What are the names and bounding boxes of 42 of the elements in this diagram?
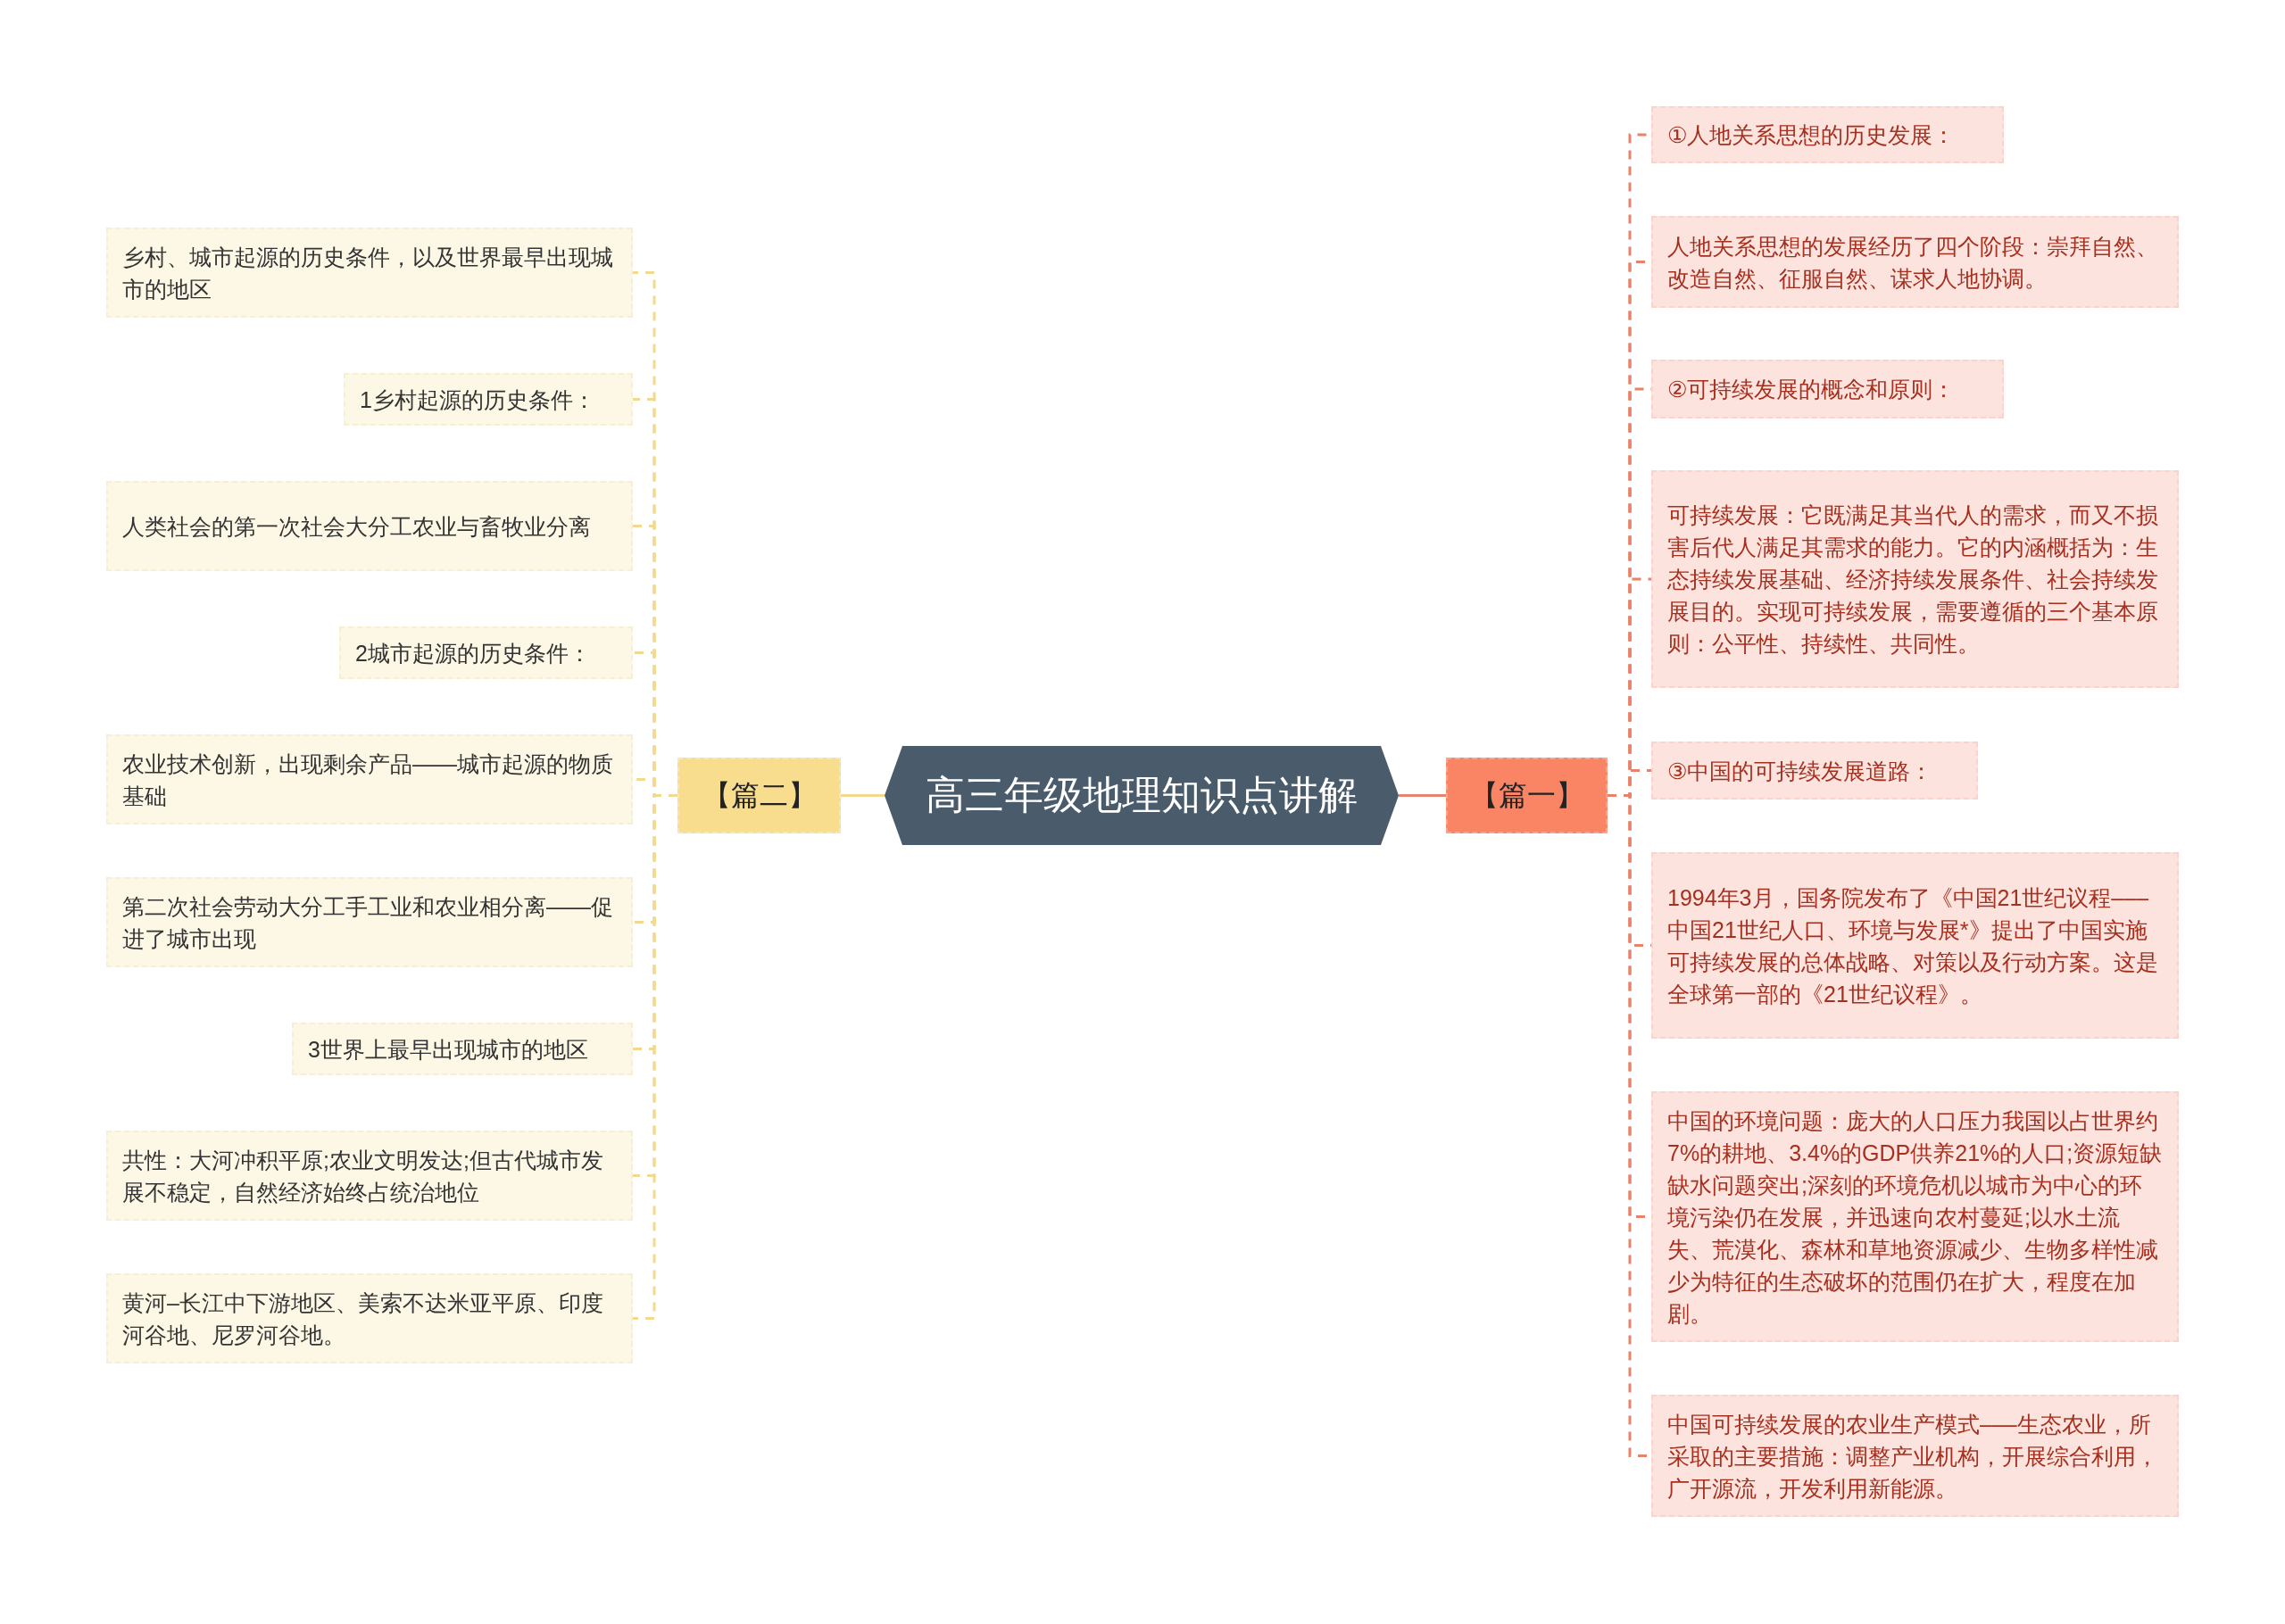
topic-box [344, 373, 633, 426]
topic-text: 2城市起源的历史条件： [355, 639, 591, 667]
branch-label: 【篇一】 [1469, 777, 1584, 813]
branch-box [677, 758, 841, 833]
topic-text: 黄河–长江中下游地区、美索不达米亚平原、印度河谷地、尼罗河谷地。 [122, 1288, 604, 1349]
topic-box [106, 1131, 633, 1221]
topic-box [1651, 216, 2179, 308]
topic-box [1651, 742, 1978, 800]
topic-text: 中国可持续发展的农业生产模式–––生态农业，所采取的主要措施：调整产业机构，开展综合利用，广开源流，开发利用新能源。 [1667, 1410, 2159, 1503]
topic-text: 第二次社会劳动大分工手工业和农业相分离——促进了城市出现 [122, 892, 614, 953]
branch-box [1446, 758, 1608, 833]
topic-text: 人地关系思想的发展经历了四个阶段：崇拜自然、改造自然、征服自然、谋求人地协调。 [1667, 232, 2159, 293]
connector-line [1399, 794, 1446, 797]
branch-label: 【篇二】 [702, 777, 817, 813]
topic-box [106, 877, 633, 967]
topic-text: 人类社会的第一次社会大分工农业与畜牧业分离 [122, 512, 591, 541]
topic-box [1651, 852, 2179, 1039]
topic-text: ③中国的可持续发展道路： [1667, 757, 1933, 785]
topic-box [1651, 1395, 2179, 1517]
topic-box [1651, 1091, 2179, 1342]
topic-text: 共性：大河冲积平原;农业文明发达;但古代城市发展不稳定，自然经济始终占统治地位 [122, 1146, 604, 1206]
topic-box [1651, 106, 2004, 163]
topic-text: ①人地关系思想的历史发展： [1667, 121, 1956, 149]
topic-box [292, 1023, 633, 1075]
topic-text: 1994年3月，国务院发布了《中国21世纪议程–––中国21世纪人口、环境与发展*》提出了中国实施可持续发展的总体战略、对策以及行动方案。这是全球第一部的《21世纪议程》。 [1667, 883, 2159, 1008]
topic-box [106, 734, 633, 824]
topic-text: 乡村、城市起源的历史条件，以及世界最早出现城市的地区 [122, 243, 614, 303]
topic-box [1651, 470, 2179, 688]
topic-text: ②可持续发展的概念和原则： [1667, 376, 1956, 403]
topic-text: 可持续发展：它既满足其当代人的需求，而又不损害后代人满足其需求的能力。它的内涵概括为：生态持续发展基础、经济持续发展条件、社会持续发展目的。实现可持续发展，需要遵循的三个基本原则：公平性、持续性、共同性。 [1667, 501, 2159, 658]
topic-text: 3世界上最早出现城市的地区 [308, 1035, 588, 1064]
topic-text: 农业技术创新，出现剩余产品——城市起源的物质基础 [122, 750, 614, 810]
topic-box [106, 481, 633, 571]
topic-box [106, 228, 633, 318]
topic-box [1651, 360, 2004, 418]
topic-text: 中国的环境问题：庞大的人口压力我国以占世界约7%的耕地、3.4%的GDP供养21%的人口;资源短缺缺水问题突出;深刻的环境危机以城市为中心的环境污染仍在发展，并迅速向农村蔓延;以水土流失、荒漠化、森林和草地资源减少、生物多样性减少为特征的生态破坏的范围仍在扩大，程度在加剧。 [1667, 1106, 2163, 1328]
topic-box [339, 626, 633, 679]
topic-box [106, 1273, 633, 1363]
connector-line [841, 794, 885, 797]
title-hexagon [885, 746, 1399, 845]
topic-text: 1乡村起源的历史条件： [360, 385, 595, 414]
title-text: 高三年级地理知识点讲解 [926, 772, 1358, 818]
